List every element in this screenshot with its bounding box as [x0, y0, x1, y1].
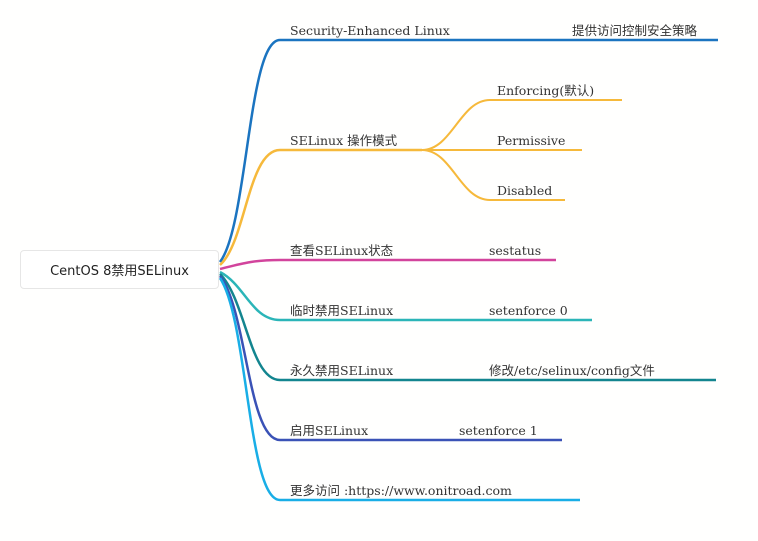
leaf-disabled-label[interactable]: Disabled: [497, 183, 553, 198]
edge-enable: [219, 275, 562, 442]
edge-status: [219, 258, 556, 271]
edge-security: [219, 38, 718, 263]
branch-permanent-disable-label[interactable]: 永久禁用SELinux: [290, 363, 394, 378]
edge-permanent: [219, 273, 716, 382]
leaf-config-file-label[interactable]: 修改/etc/selinux/config文件: [489, 363, 655, 378]
edge-enforcing: [421, 99, 622, 151]
branch-more-label[interactable]: 更多访问 :https://www.onitroad.com: [290, 483, 512, 498]
edge-temp: [219, 270, 592, 322]
leaf-access-control-label[interactable]: 提供访问控制安全策略: [572, 23, 698, 38]
root-label: CentOS 8禁用SELinux: [50, 264, 189, 279]
edge-disabled: [421, 149, 565, 201]
edge-modes: [219, 148, 422, 266]
branch-status-label[interactable]: 查看SELinux状态: [290, 243, 394, 258]
leaf-sestatus-label[interactable]: sestatus: [489, 243, 542, 258]
root-node[interactable]: CentOS 8禁用SELinux: [20, 250, 219, 289]
branch-security-label[interactable]: Security-Enhanced Linux: [290, 23, 450, 38]
branch-enable-label[interactable]: 启用SELinux: [290, 423, 369, 438]
leaf-permissive-label[interactable]: Permissive: [497, 133, 566, 148]
leaf-enforcing-label[interactable]: Enforcing(默认): [497, 83, 595, 98]
leaf-setenforce0-label[interactable]: setenforce 0: [489, 303, 568, 318]
branch-temp-disable-label[interactable]: 临时禁用SELinux: [290, 303, 394, 318]
edge-more: [218, 277, 580, 502]
branch-modes-label[interactable]: SELinux 操作模式: [290, 133, 398, 148]
leaf-setenforce1-label[interactable]: setenforce 1: [459, 423, 538, 438]
